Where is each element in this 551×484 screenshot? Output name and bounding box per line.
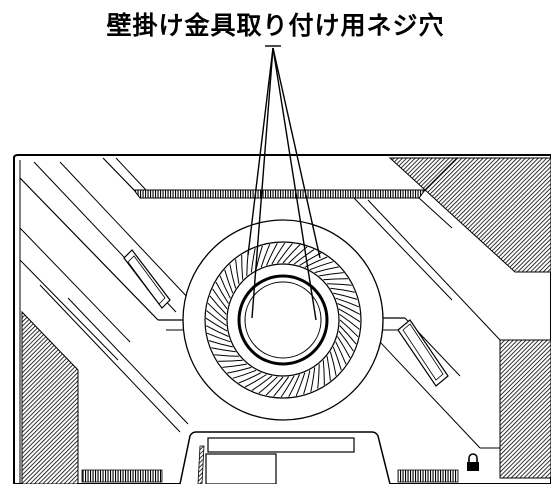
bottom-left-vent [81, 469, 163, 483]
serration-tooth [235, 259, 240, 284]
serration-tooth [206, 310, 227, 327]
serration-tooth [339, 325, 357, 345]
serration-tooth [323, 278, 349, 281]
serration-tooth [303, 370, 311, 395]
serration-tooth [326, 356, 331, 381]
serration-tooth [214, 354, 239, 357]
right-handle-slot [397, 319, 449, 387]
serration-tooth [288, 374, 300, 398]
serration-tooth [205, 317, 228, 332]
serration-tooth [273, 376, 290, 397]
serration-tooth [258, 376, 278, 394]
serration-tooth [229, 264, 237, 289]
callout-label: 壁掛け金具取り付け用ネジ穴 [106, 11, 445, 40]
stand-slot [207, 437, 355, 453]
bottom-right-vent [397, 469, 459, 483]
serration-tooth [329, 351, 337, 376]
label-plate [205, 453, 277, 484]
serration-tooth [335, 341, 347, 365]
serration-tooth [209, 295, 227, 315]
serration-tooth [319, 272, 344, 277]
serration-tooth [251, 375, 273, 391]
serration-tooth [288, 246, 308, 264]
serration-tooth [309, 261, 334, 271]
serration-tooth [276, 243, 293, 264]
serration-tooth [211, 347, 236, 353]
serration-tooth [219, 275, 231, 299]
serration-tooth [293, 249, 315, 265]
serration-tooth [327, 283, 352, 286]
left-hatched-panel [21, 310, 79, 484]
serration-tooth [271, 242, 286, 265]
serration-tooth [215, 281, 229, 304]
serration-tooth [335, 297, 360, 308]
serration-tooth [280, 375, 295, 398]
serration-tooth [322, 360, 325, 386]
serrated-mount-ring [205, 242, 361, 398]
serration-tooth [304, 256, 328, 268]
serration-tooth [227, 366, 252, 374]
right-hatched-panel [499, 339, 551, 479]
serration-tooth [238, 372, 262, 384]
serration-tooth [337, 336, 351, 359]
serration-tooth [244, 374, 267, 388]
serration-tooth [339, 319, 359, 338]
serration-tooth [224, 269, 234, 294]
serration-tooth [310, 367, 316, 392]
serration-tooth [205, 325, 229, 337]
serration-tooth [330, 287, 355, 293]
serration-tooth [232, 369, 257, 379]
serration-tooth [282, 244, 301, 264]
serration-tooth [207, 302, 227, 321]
serration-tooth [208, 340, 233, 348]
serration-tooth [338, 308, 361, 323]
serration-tooth [333, 292, 358, 300]
serration-tooth [265, 376, 284, 396]
serration-tooth [314, 266, 339, 274]
serration-tooth [332, 346, 342, 371]
serration-tooth [317, 364, 320, 389]
lock-icon [467, 453, 479, 471]
top-vent [133, 189, 426, 199]
serration-tooth [250, 248, 256, 273]
serration-tooth [337, 303, 361, 315]
top-right-hatched-panel [388, 157, 551, 273]
serration-tooth [339, 313, 360, 330]
serration-tooth [212, 288, 228, 310]
serration-tooth [260, 243, 271, 268]
serration-tooth [338, 330, 354, 352]
serration-tooth [206, 332, 231, 343]
serration-tooth [295, 372, 306, 397]
serration-tooth [241, 254, 244, 280]
callout-leader-lines [247, 45, 321, 321]
serration-tooth [222, 363, 247, 368]
serration-tooth [217, 359, 243, 362]
serration-tooth [266, 242, 278, 266]
